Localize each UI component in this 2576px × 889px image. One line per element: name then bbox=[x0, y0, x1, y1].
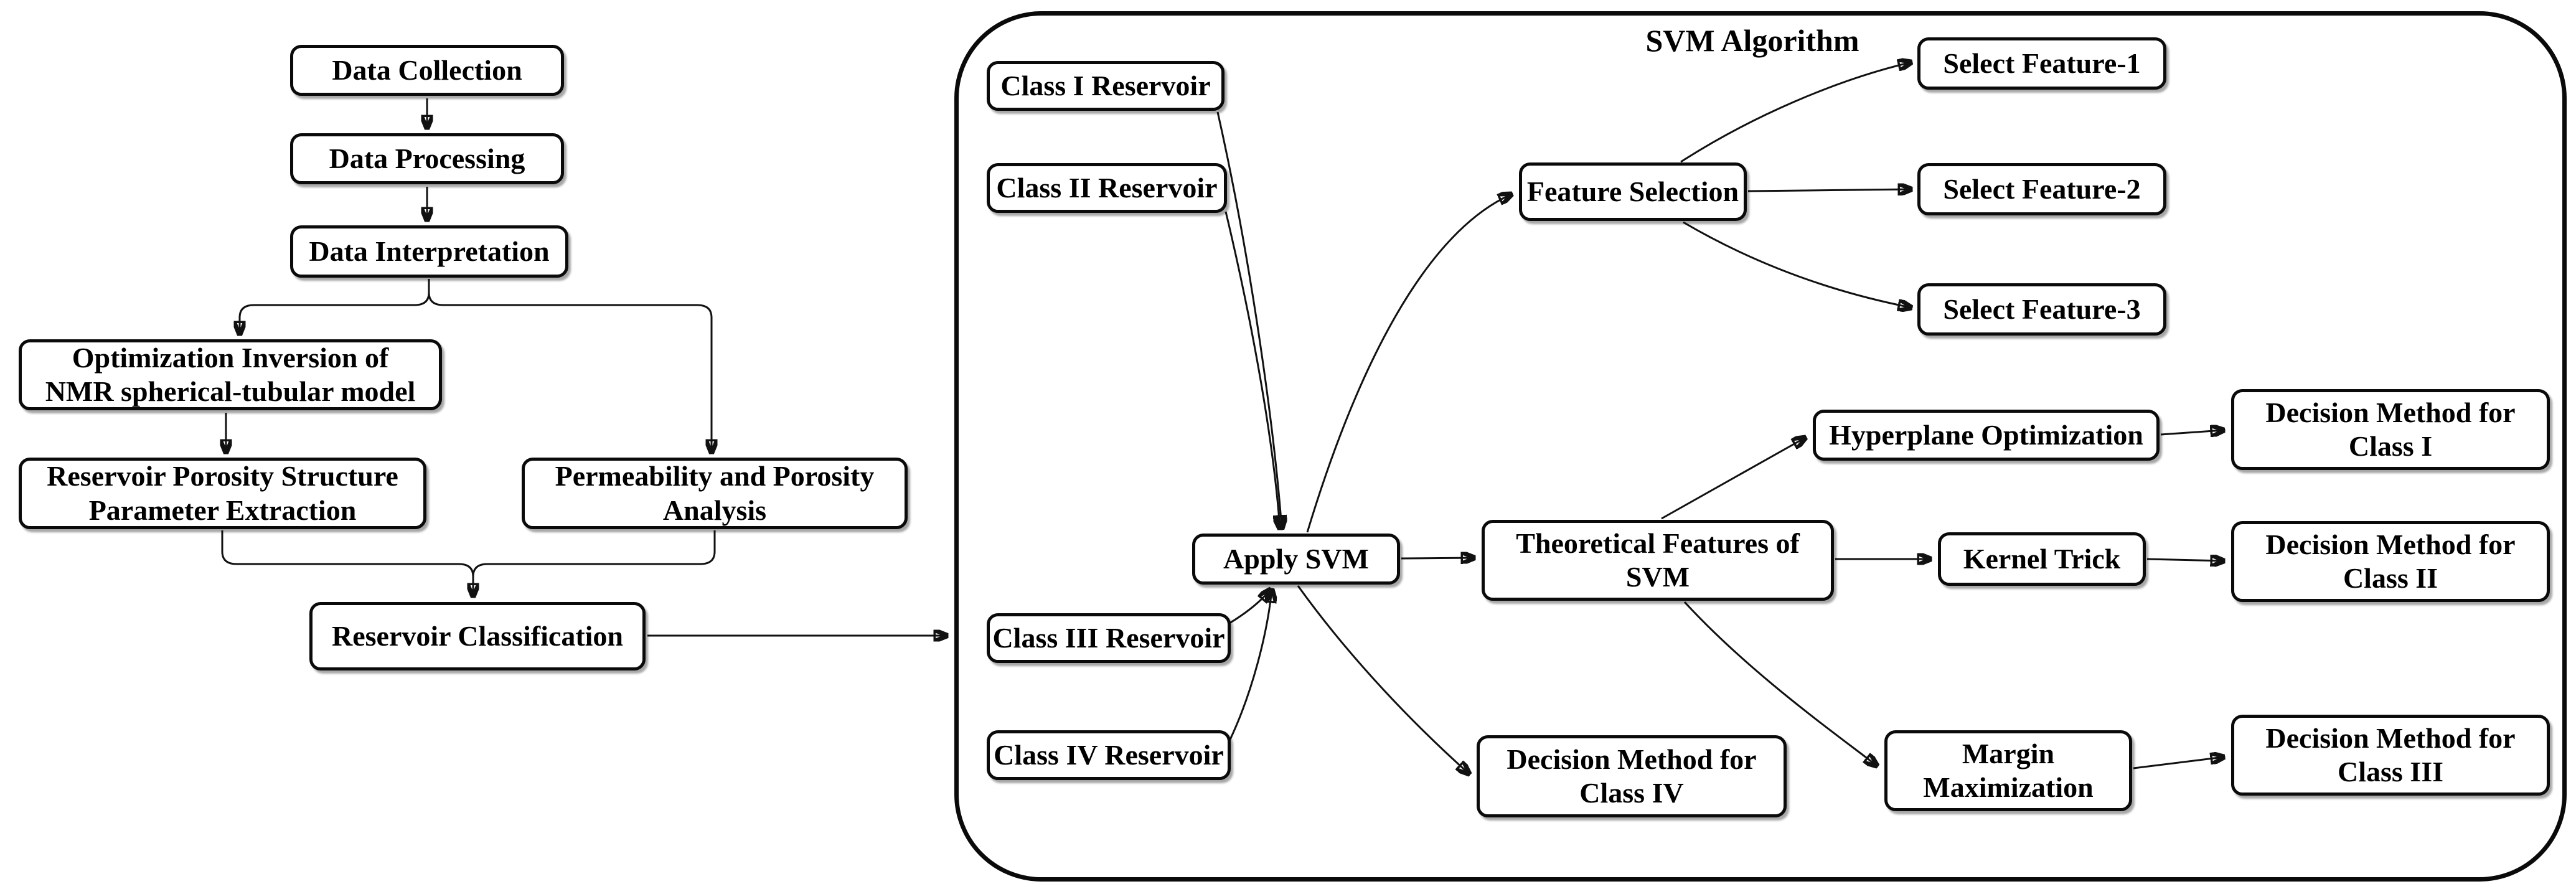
reservoir-porosity-box: Reservoir Porosity Structure Parameter E… bbox=[19, 458, 426, 529]
arrow-feature-selection-to-select-feature-1 bbox=[1680, 62, 1911, 163]
arrow-porosity-extraction-to-reservoir-classification bbox=[221, 530, 473, 596]
arrow-permeability-to-reservoir-classification bbox=[472, 530, 716, 585]
arrow-apply-svm-to-feature-selection bbox=[1306, 194, 1511, 533]
decision-method-class-ii-box: Decision Method for Class II bbox=[2231, 521, 2550, 602]
decision-method-class-iv-box: Decision Method for Class IV bbox=[1477, 735, 1787, 817]
arrow-class-i-to-apply-svm bbox=[1216, 111, 1282, 529]
margin-maximization-box: Margin Maximization bbox=[1884, 730, 2132, 811]
class-iii-reservoir-box: Class III Reservoir bbox=[987, 613, 1231, 663]
kernel-trick-box: Kernel Trick bbox=[1938, 532, 2146, 586]
reservoir-classification-box: Reservoir Classification bbox=[309, 602, 646, 670]
select-feature-3-box: Select Feature-3 bbox=[1917, 283, 2166, 336]
arrow-class-ii-to-apply-svm bbox=[1225, 211, 1280, 529]
arrow-kernel-trick-to-decision-class-ii bbox=[2146, 559, 2224, 561]
decision-method-class-iii-box: Decision Method for Class III bbox=[2231, 715, 2550, 796]
svm-algorithm-title: SVM Algorithm bbox=[1645, 23, 1859, 58]
arrow-hyperplane-to-decision-class-i bbox=[2160, 430, 2224, 435]
arrow-feature-selection-to-select-feature-2 bbox=[1747, 189, 1911, 191]
select-feature-1-box: Select Feature-1 bbox=[1917, 37, 2166, 90]
apply-svm-box: Apply SVM bbox=[1192, 534, 1400, 585]
arrow-data-interpretation-to-optimization-inversion bbox=[240, 279, 430, 334]
arrow-class-iii-to-apply-svm bbox=[1229, 590, 1271, 624]
arrow-apply-svm-to-decision-class-iv bbox=[1297, 585, 1469, 774]
data-processing-box: Data Processing bbox=[290, 133, 564, 184]
arrow-theoretical-to-hyperplane bbox=[1661, 438, 1805, 520]
optimization-inversion-box: Optimization Inversion of NMR spherical-… bbox=[19, 339, 442, 410]
class-iv-reservoir-box: Class IV Reservoir bbox=[987, 730, 1231, 780]
decision-method-class-i-box: Decision Method for Class I bbox=[2231, 389, 2550, 470]
data-collection-box: Data Collection bbox=[290, 45, 564, 96]
arrow-feature-selection-to-select-feature-3 bbox=[1683, 221, 1911, 308]
arrow-data-interpretation-to-permeability bbox=[428, 279, 712, 453]
class-ii-reservoir-box: Class II Reservoir bbox=[987, 163, 1227, 213]
arrow-class-iv-to-apply-svm bbox=[1228, 590, 1272, 741]
arrow-margin-to-decision-class-iii bbox=[2133, 757, 2224, 769]
hyperplane-optimization-box: Hyperplane Optimization bbox=[1813, 410, 2160, 461]
theoretical-features-box: Theoretical Features of SVM bbox=[1482, 520, 1834, 601]
arrow-theoretical-to-margin-maximization bbox=[1683, 601, 1877, 766]
data-interpretation-box: Data Interpretation bbox=[290, 225, 568, 278]
class-i-reservoir-box: Class I Reservoir bbox=[987, 61, 1225, 111]
permeability-porosity-box: Permeability and Porosity Analysis bbox=[522, 458, 908, 529]
select-feature-2-box: Select Feature-2 bbox=[1917, 163, 2166, 215]
feature-selection-box: Feature Selection bbox=[1519, 162, 1747, 221]
